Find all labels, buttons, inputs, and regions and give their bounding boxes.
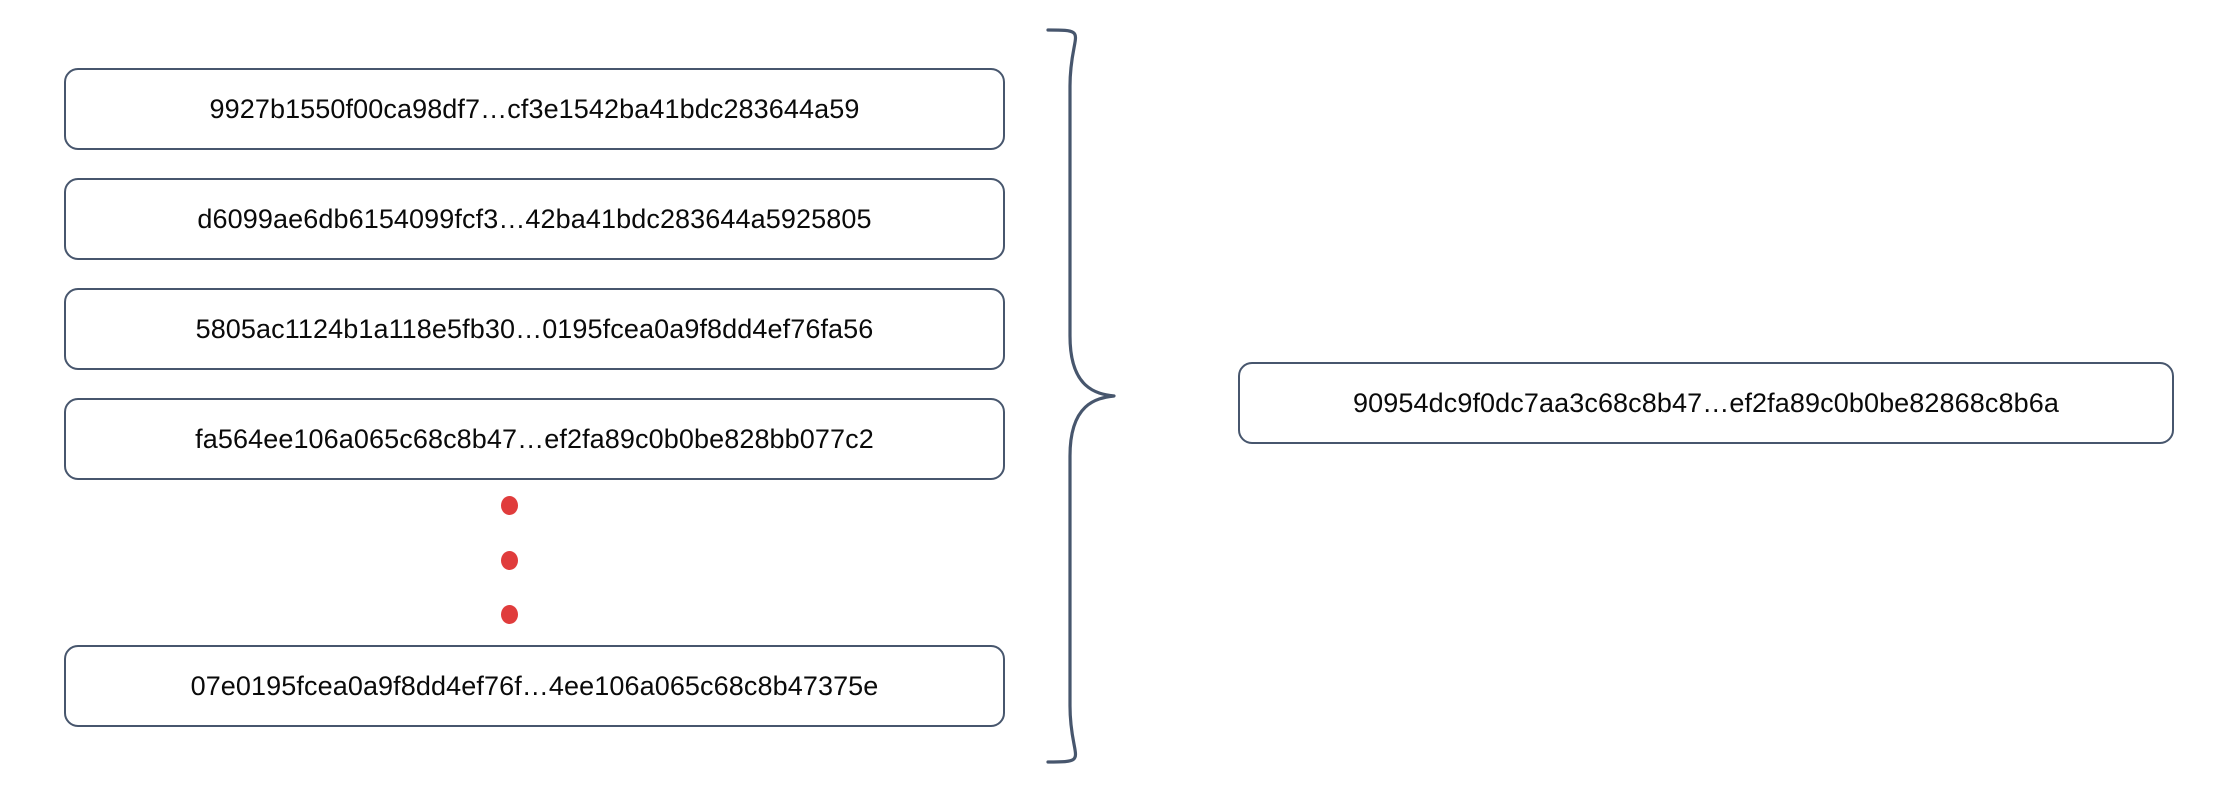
curly-brace-svg [1046,28,1116,764]
hash-text: d6099ae6db6154099fcf3…42ba41bdc283644a59… [197,203,872,234]
hash-box-leaf-0[interactable]: 9927b1550f00ca98df7…cf3e1542ba41bdc28364… [64,68,1005,150]
hash-text: 07e0195fcea0a9f8dd4ef76f…4ee106a065c68c8… [190,670,879,701]
hash-text: 90954dc9f0dc7aa3c68c8b47…ef2fa89c0b0be82… [1353,387,2059,418]
hash-text: fa564ee106a065c68c8b47…ef2fa89c0b0be828b… [195,423,874,454]
ellipsis-dot [500,605,518,624]
vertical-ellipsis-icon [497,496,521,624]
curly-brace-icon [1040,26,1170,766]
hash-box-result[interactable]: 90954dc9f0dc7aa3c68c8b47…ef2fa89c0b0be82… [1238,362,2174,444]
hash-box-leaf-3[interactable]: fa564ee106a065c68c8b47…ef2fa89c0b0be828b… [64,398,1005,480]
hash-box-leaf-1[interactable]: d6099ae6db6154099fcf3…42ba41bdc283644a59… [64,178,1005,260]
hash-box-leaf-2[interactable]: 5805ac1124b1a118e5fb30…0195fcea0a9f8dd4e… [64,288,1005,370]
hash-text: 9927b1550f00ca98df7…cf3e1542ba41bdc28364… [209,93,860,124]
hash-text: 5805ac1124b1a118e5fb30…0195fcea0a9f8dd4e… [195,313,874,344]
ellipsis-dot [500,550,518,570]
ellipsis-dot [500,496,518,515]
hash-box-leaf-4[interactable]: 07e0195fcea0a9f8dd4ef76f…4ee106a065c68c8… [64,645,1005,727]
